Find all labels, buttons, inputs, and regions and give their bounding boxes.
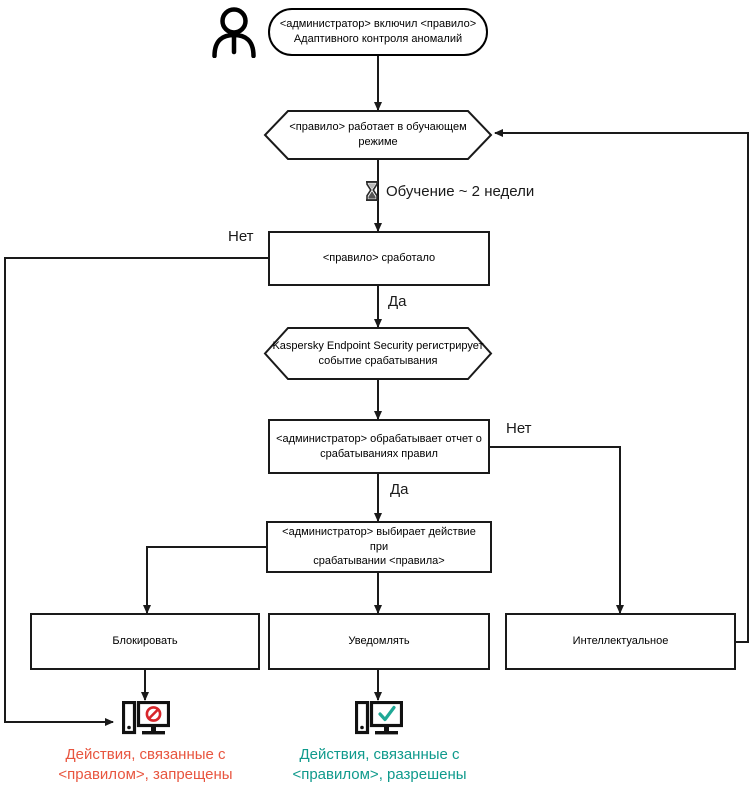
computer-allowed-icon [354, 700, 404, 746]
computer-blocked-icon [121, 700, 171, 746]
node-notify-label: Уведомлять [348, 635, 410, 648]
node-start: <администратор> включил <правило> Адапти… [268, 8, 488, 56]
note-learning-duration: Обучение ~ 2 недели [365, 181, 534, 201]
node-kes-registers-label: Kaspersky Endpoint Security регистрирует… [272, 339, 484, 367]
node-rule-triggered: <правило> сработало [268, 231, 490, 286]
edge-label-triggered-yes: Да [388, 293, 407, 310]
hourglass-icon [365, 181, 379, 201]
node-learning-mode: <правило> работает в обучающем режиме [263, 110, 493, 160]
edge-label-report-yes: Да [390, 481, 409, 498]
node-notify: Уведомлять [268, 613, 490, 670]
person-icon [209, 6, 259, 63]
node-block-label: Блокировать [112, 635, 178, 648]
node-block: Блокировать [30, 613, 260, 670]
node-admin-processes-report-label: <администратор> обрабатывает отчет о сра… [276, 432, 482, 460]
edge-action-to-block [143, 546, 266, 614]
node-admin-processes-report: <администратор> обрабатывает отчет о сра… [268, 419, 490, 474]
node-rule-triggered-label: <правило> сработало [322, 252, 436, 265]
edge-label-triggered-no: Нет [228, 228, 254, 245]
node-admin-selects-action-label: <администратор> выбирает действие при ср… [282, 526, 476, 568]
node-kes-registers: Kaspersky Endpoint Security регистрирует… [263, 327, 493, 380]
outcome-denied-caption: Действия, связанные с <правилом>, запрещ… [58, 746, 233, 784]
node-learning-mode-label: <правило> работает в обучающем режиме [289, 121, 467, 148]
edge-report-no-to-smart [490, 446, 624, 614]
note-learning-duration-label: Обучение ~ 2 недели [386, 182, 535, 200]
edge-smart-back-to-learning [494, 129, 749, 643]
node-smart-label: Интеллектуальное [572, 635, 669, 648]
node-start-label: <администратор> включил <правило> Адапти… [279, 18, 477, 45]
edge-label-report-no: Нет [506, 420, 532, 437]
node-admin-selects-action: <администратор> выбирает действие при ср… [266, 521, 492, 573]
node-smart: Интеллектуальное [505, 613, 736, 670]
outcome-allowed-caption: Действия, связанные с <правилом>, разреш… [292, 746, 467, 784]
